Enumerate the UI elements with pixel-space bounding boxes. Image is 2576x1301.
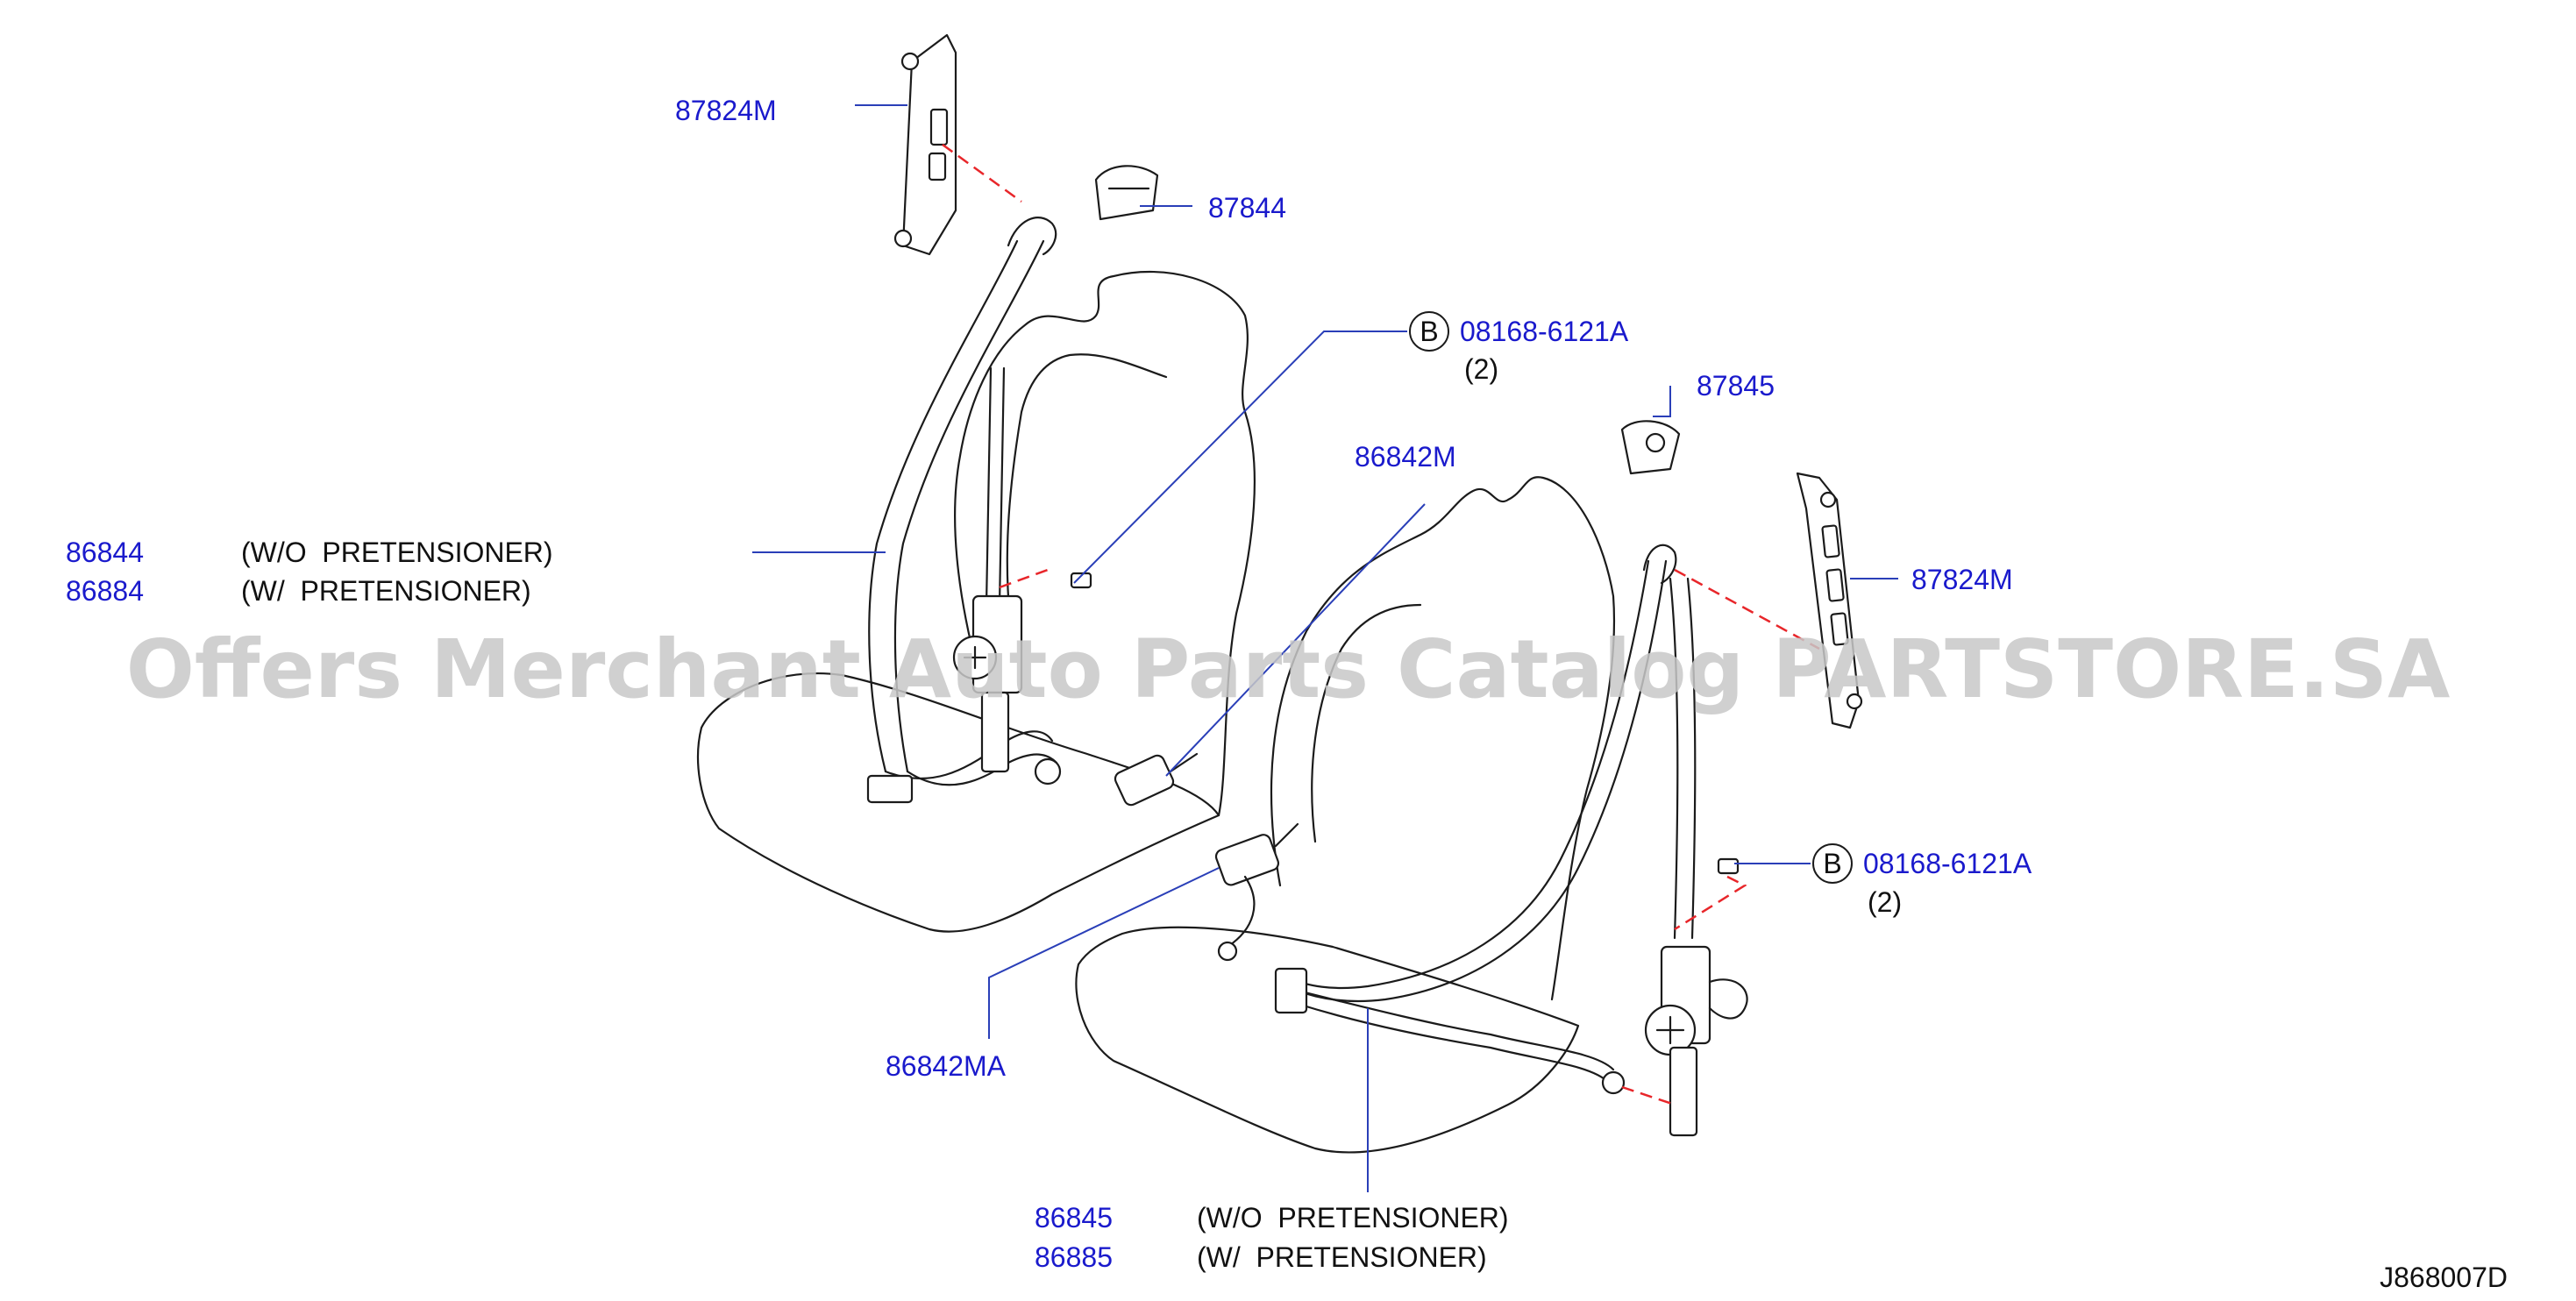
diagram-id: J868007D — [2380, 1262, 2508, 1293]
left-anchor-bolt — [1034, 757, 1062, 786]
left-belt-webbing-outer — [868, 239, 1019, 773]
cover-87844 — [1094, 165, 1159, 221]
right-belt-webbing-a — [1287, 559, 1650, 990]
left-belt-webbing-inner — [893, 239, 1045, 773]
leader-08168-top — [1073, 331, 1407, 584]
label-86884-note: (W/ PRETENSIONER) — [241, 575, 531, 607]
dashed-line-left-bolt — [999, 568, 1049, 589]
label-87845: 87845 — [1697, 370, 1775, 402]
left-adjuster-bolt-bottom — [893, 229, 913, 248]
right-retractor-mark — [1655, 1015, 1685, 1045]
label-86885-note: (W/ PRETENSIONER) — [1197, 1241, 1487, 1273]
right-lap-belt — [1296, 989, 1615, 1071]
right-buckle — [1214, 834, 1280, 886]
left-adjuster-slot — [929, 108, 949, 146]
right-buckle-strap — [1274, 822, 1299, 848]
label-87824m-top: 87824M — [675, 95, 777, 126]
right-lap-anchor — [1274, 967, 1308, 1014]
right-buckle-connector — [1217, 941, 1238, 962]
right-adjuster-slot-3 — [1830, 612, 1849, 646]
left-buckle — [1114, 754, 1175, 807]
left-buckle-strap — [1169, 752, 1199, 773]
right-seat-back — [1270, 476, 1616, 1001]
label-86885: 86885 — [1035, 1241, 1113, 1273]
dashed-line-right-anchor — [1621, 1085, 1676, 1106]
label-86842ma: 86842MA — [886, 1050, 1007, 1082]
left-pillar-adjuster — [893, 33, 957, 256]
right-retractor-bracket — [1669, 1046, 1698, 1137]
label-86884: 86884 — [66, 575, 144, 607]
leader-86842m — [1165, 503, 1426, 777]
bolt-symbol-top: B — [1420, 316, 1438, 347]
right-lap-belt-2 — [1296, 1002, 1611, 1084]
left-seat-back-inner — [1006, 353, 1168, 668]
right-adjuster-bolt-top — [1819, 491, 1837, 508]
right-belt-upper-guide — [1642, 544, 1677, 585]
left-seat-back — [954, 270, 1256, 817]
bolt-symbol-circle-bottom — [1812, 843, 1853, 884]
watermark-text: Offers Merchant Auto Parts Catalog PARTS… — [126, 622, 2451, 716]
left-belt-upper-guide — [1007, 217, 1057, 256]
leader-86842ma — [988, 867, 1220, 1039]
dashed-line-right-bolt — [1674, 875, 1747, 931]
left-seat-drawing — [696, 217, 1256, 933]
cover-87845-hole — [1645, 432, 1666, 453]
label-08168-top-qty: (2) — [1464, 353, 1498, 385]
label-86844: 86844 — [66, 537, 144, 568]
label-87844: 87844 — [1208, 192, 1286, 224]
left-adjuster-bolt-top — [900, 52, 920, 71]
right-adjuster-slot-2 — [1825, 568, 1845, 602]
right-adjuster-bolt-bottom — [1846, 693, 1863, 710]
dashed-line-right-adjuster — [1674, 568, 1820, 650]
left-belt-vertical — [985, 366, 1006, 607]
cover-87845-shape — [1620, 420, 1681, 475]
right-seat-drawing — [1075, 476, 1748, 1154]
bolt-symbol-bottom: B — [1823, 848, 1841, 879]
label-87824m-right: 87824M — [1911, 564, 2013, 595]
label-08168-bottom: 08168-6121A — [1863, 848, 2032, 879]
label-86844-note: (W/O PRETENSIONER) — [241, 537, 553, 568]
leader-87845 — [1653, 386, 1671, 417]
right-seat-cushion — [1075, 926, 1580, 1154]
left-anchor-plate — [866, 774, 914, 804]
right-adjuster-slot — [1821, 524, 1840, 558]
bolt-right — [1717, 857, 1740, 875]
label-08168-top: 08168-6121A — [1460, 316, 1629, 347]
cover-87844-shape — [1094, 165, 1159, 221]
right-buckle-harness — [1226, 875, 1256, 949]
label-86845: 86845 — [1035, 1202, 1113, 1233]
bolt-left-head — [1070, 572, 1092, 589]
right-pillar-adjuster — [1796, 472, 1863, 729]
right-pretensioner-pipe — [1708, 978, 1748, 1020]
bolt-left — [1070, 572, 1092, 589]
label-08168-bottom-qty: (2) — [1868, 886, 1902, 918]
bolt-symbol-circle-top — [1409, 311, 1449, 352]
dashed-line-left-adjuster — [942, 143, 1022, 203]
right-seat-back-inner — [1311, 603, 1422, 843]
left-retractor-mark — [963, 645, 987, 670]
label-86842m: 86842M — [1355, 441, 1456, 473]
right-anchor-bolt — [1601, 1070, 1626, 1095]
right-belt-vertical — [1669, 577, 1697, 940]
left-adjuster-slot-2 — [928, 152, 947, 181]
right-belt-webbing-b — [1296, 559, 1668, 1003]
right-adjuster-body — [1796, 472, 1861, 729]
left-retractor-bracket — [980, 691, 1010, 773]
left-seat-cushion — [696, 672, 1220, 933]
bolt-right-head — [1717, 857, 1740, 875]
cover-87845 — [1620, 420, 1681, 475]
label-86845-note: (W/O PRETENSIONER) — [1197, 1202, 1509, 1233]
